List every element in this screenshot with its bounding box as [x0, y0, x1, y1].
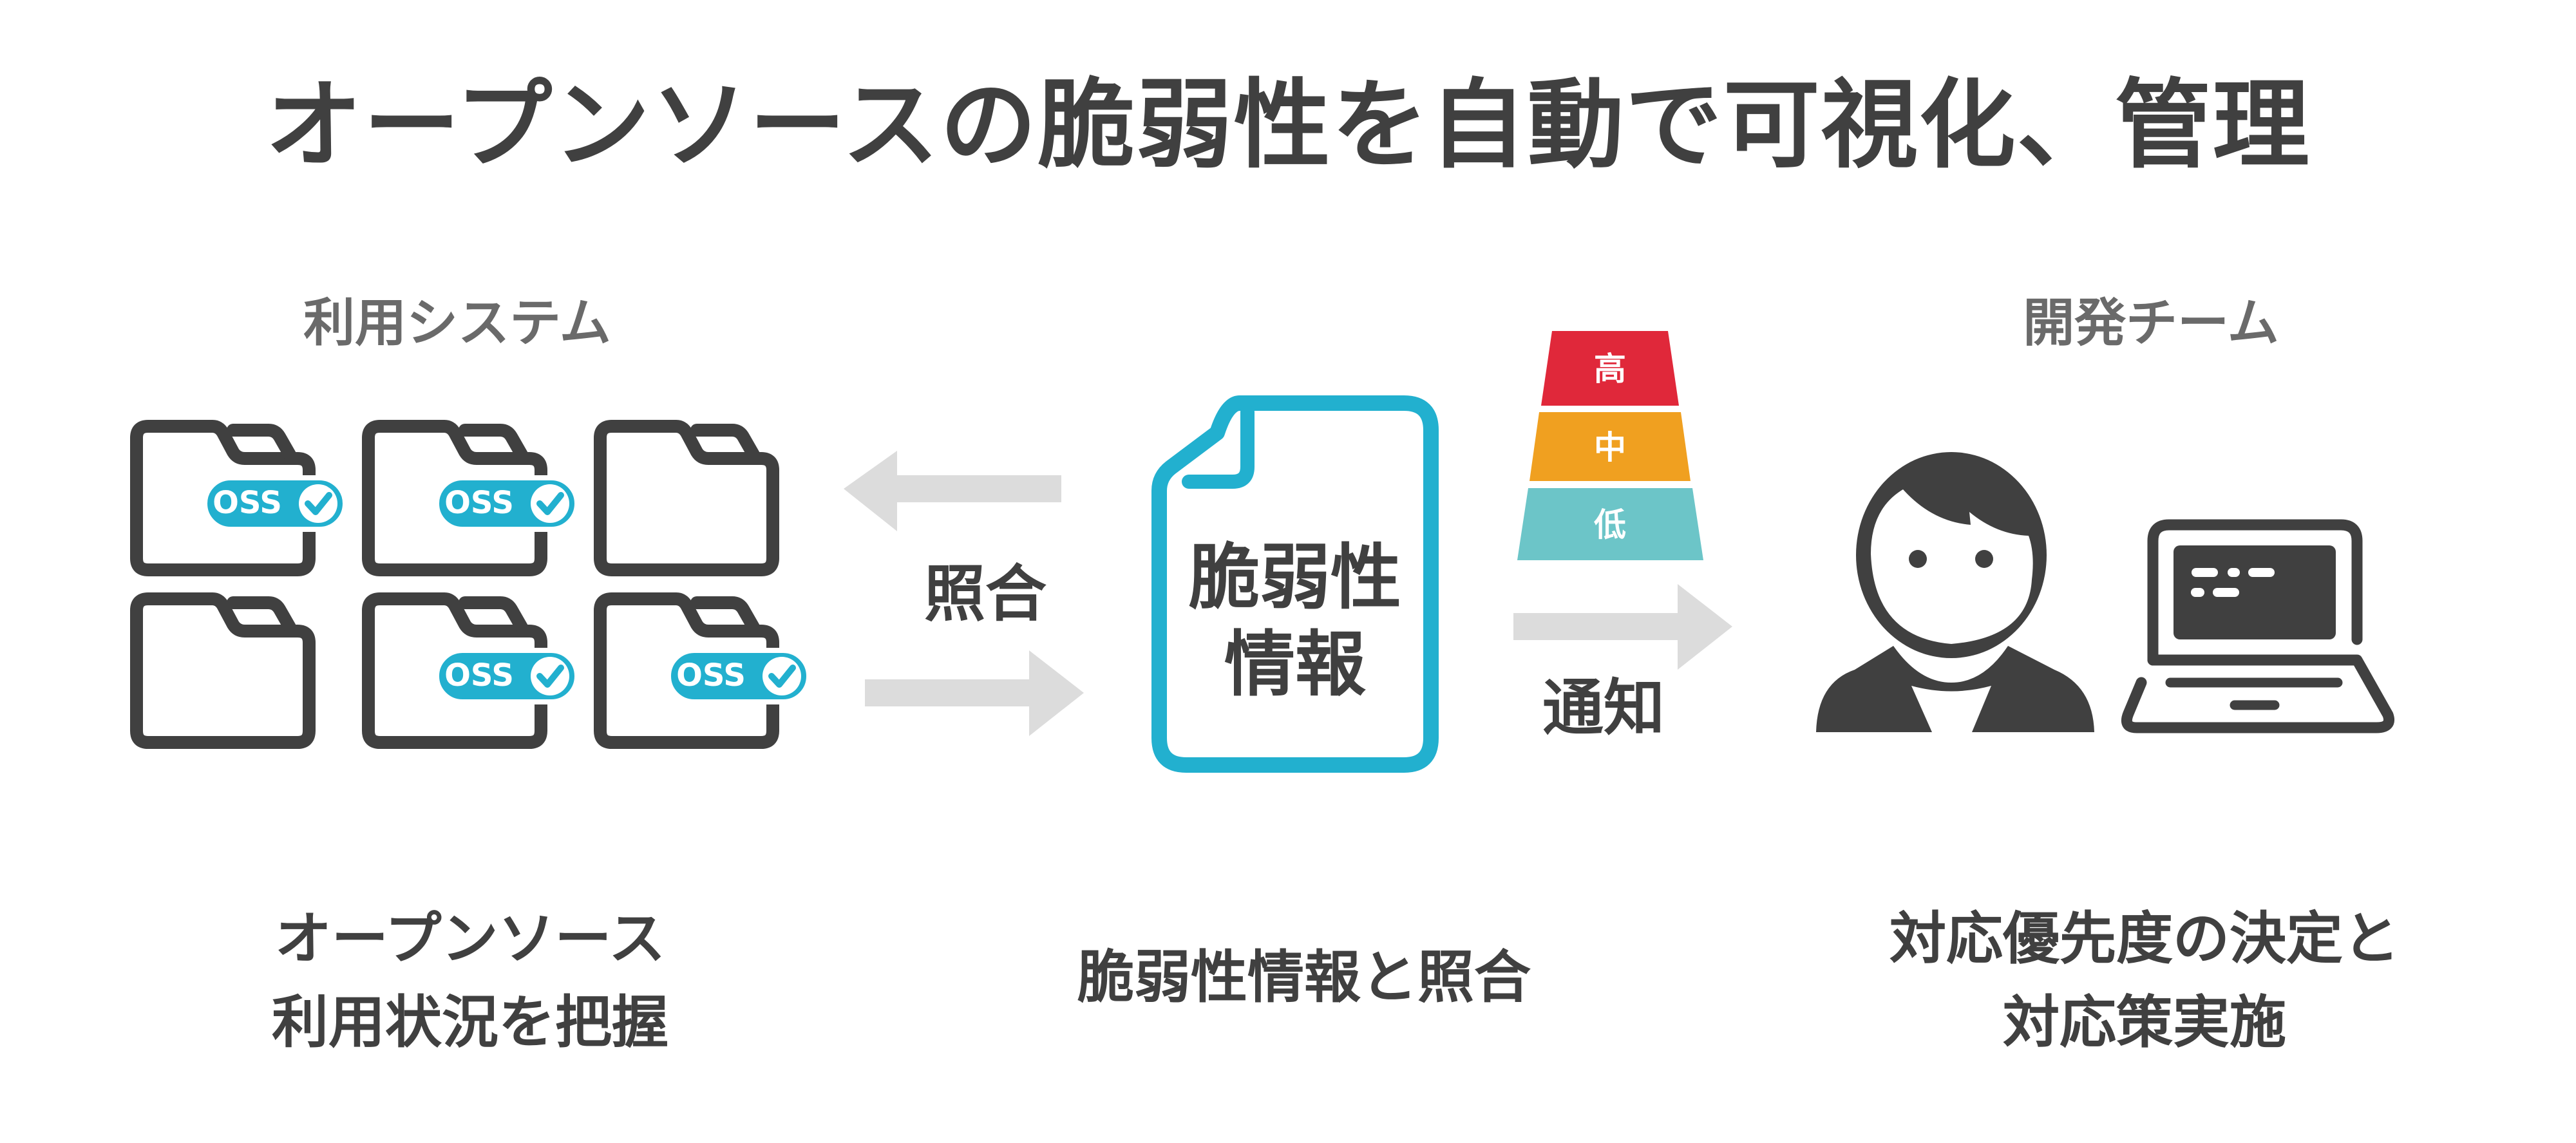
folder-5: OSS [368, 599, 577, 742]
arrow-left-icon [844, 451, 1061, 531]
oss-badge: OSS [437, 478, 577, 529]
oss-badge-label: OSS [676, 657, 746, 694]
section-label-dev-team: 開発チーム [2023, 293, 2279, 353]
document-title-line2: 情報 [1224, 623, 1366, 706]
caption-left-line1: オープンソース [274, 905, 666, 972]
tier-high-label: 高 [1594, 350, 1626, 388]
caption-right-line1: 対応優先度の決定と [1889, 905, 2400, 972]
caption-right-line2: 対応策実施 [2002, 989, 2286, 1055]
tier-low [1517, 488, 1703, 560]
document-icon [1151, 395, 1439, 773]
document-title-line1: 脆弱性 [1189, 536, 1401, 619]
folder-2: OSS [368, 426, 577, 570]
folder-3 [600, 426, 773, 570]
oss-badge: OSS [668, 650, 809, 702]
tier-medium [1530, 412, 1690, 481]
match-label: 照合 [923, 559, 1046, 630]
folder-4 [137, 599, 309, 742]
folder-6: OSS [600, 599, 809, 742]
tier-high [1541, 331, 1679, 406]
severity-pyramid: 高 中 低 [1517, 331, 1703, 560]
oss-badge-label: OSS [444, 485, 514, 521]
tier-low-label: 低 [1594, 506, 1626, 543]
caption-center: 脆弱性情報と照合 [1077, 944, 1531, 1010]
section-label-systems: 利用システム [303, 293, 611, 353]
oss-badge-label: OSS [213, 485, 282, 521]
developer-person-icon [1816, 452, 2094, 732]
caption-left-line2: 利用状況を把握 [271, 989, 668, 1055]
folder-1: OSS [137, 426, 345, 570]
page-title: オープンソースの脆弱性を自動で可視化、管理 [265, 70, 2311, 182]
oss-badge: OSS [205, 478, 345, 529]
tier-medium-label: 中 [1594, 429, 1626, 466]
laptop-icon [2121, 519, 2394, 733]
oss-badge: OSS [437, 650, 577, 702]
notify-label: 通知 [1542, 673, 1665, 744]
notify-arrow-icon [1513, 584, 1732, 670]
arrow-right-icon [865, 650, 1084, 736]
oss-badge-label: OSS [444, 657, 514, 694]
